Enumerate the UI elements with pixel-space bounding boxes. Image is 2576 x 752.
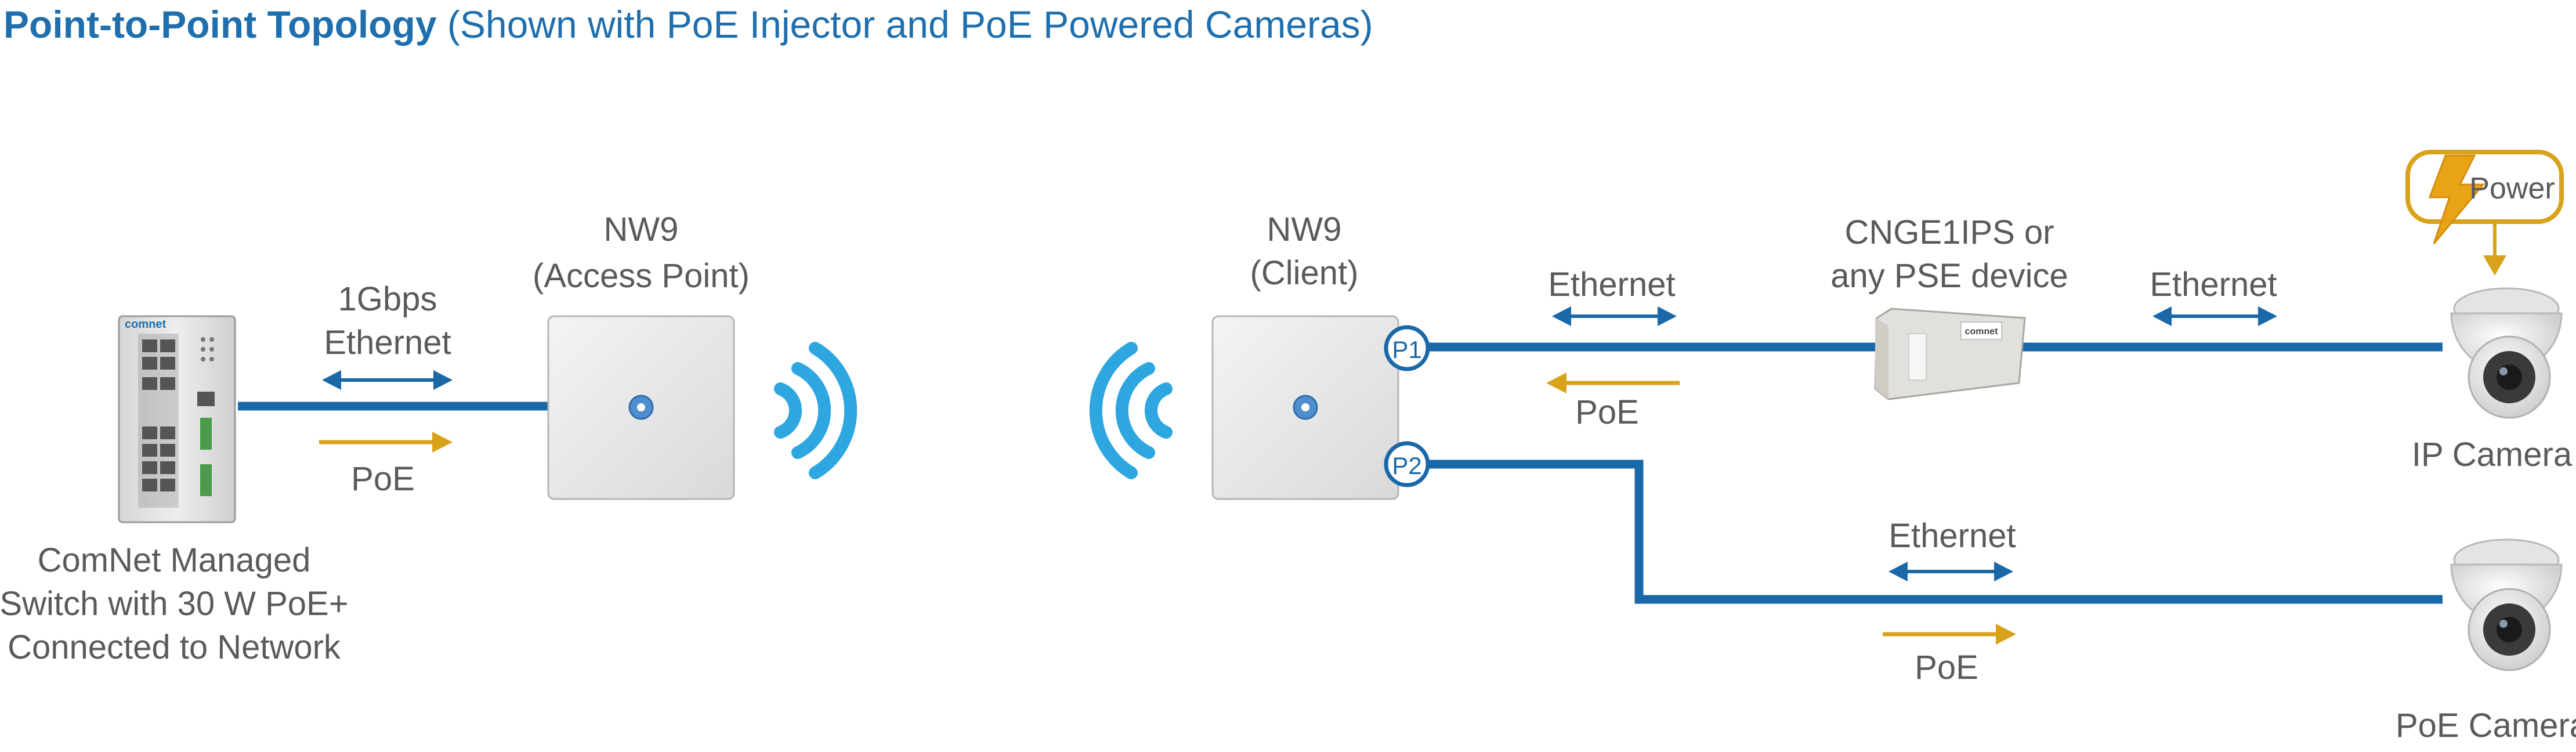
poe-injector: comnet — [1874, 308, 2026, 400]
page-title: Point-to-Point Topology (Shown with PoE … — [3, 2, 1373, 46]
ip-camera — [2450, 287, 2563, 419]
port-p2-label: P2 — [1392, 452, 1421, 479]
client-label-line2: (Client) — [1250, 254, 1359, 292]
injector-label-line1: CNGE1IPS or — [1845, 214, 2054, 251]
switch-label-line3: Connected to Network — [8, 628, 341, 666]
access-point-panel — [547, 315, 735, 500]
link1-poe-label: PoE — [351, 460, 415, 498]
client-label-line1: NW9 — [1267, 211, 1342, 248]
power-badge: Power — [2405, 150, 2564, 276]
link-p1-poe-label: PoE — [1575, 393, 1639, 431]
port-p1: P1 — [1384, 325, 1430, 371]
link1-ethernet-label-line2: Ethernet — [324, 324, 451, 361]
bidirectional-arrow-icon — [1888, 562, 2013, 581]
client-panel — [1211, 315, 1399, 500]
ethernet-lines — [238, 342, 2443, 604]
switch-label-line2: Switch with 30 W PoE+ — [0, 585, 349, 623]
ip-camera-label: IP Camera — [2412, 436, 2573, 473]
link-p2-ethernet-label: Ethernet — [1888, 517, 2016, 555]
wireless-signal-icon — [1089, 342, 1173, 479]
bidirectional-arrow-icon — [2152, 306, 2277, 326]
ap-label-line1: NW9 — [604, 211, 679, 248]
link-p1-ethernet-label: Ethernet — [1548, 266, 1675, 303]
poe-camera — [2450, 538, 2563, 671]
injector-label-line2: any PSE device — [1830, 257, 2068, 295]
comnet-switch: comnet — [118, 315, 236, 523]
bidirectional-arrow-icon — [322, 370, 453, 390]
poe-camera-label: PoE Camera — [2396, 707, 2576, 744]
wireless-signal-icon — [774, 342, 858, 479]
switch-brand: comnet — [125, 318, 166, 331]
port-p2: P2 — [1384, 441, 1430, 487]
line-p2-to-poecam — [1424, 460, 2443, 604]
port-p1-label: P1 — [1392, 336, 1421, 363]
lightning-bolt-icon — [2428, 154, 2485, 244]
ap-label-line2: (Access Point) — [533, 257, 750, 295]
link-p2-poe-label: PoE — [1915, 649, 1978, 686]
title-bold: Point-to-Point Topology — [3, 3, 437, 46]
bidirectional-arrow-icon — [1552, 306, 1677, 326]
switch-label-line1: ComNet Managed — [38, 541, 311, 579]
power-label: Power — [2469, 172, 2555, 205]
poe-arrow-icon — [319, 432, 453, 453]
title-rest: (Shown with PoE Injector and PoE Powered… — [436, 3, 1373, 46]
link-injector-ethernet-label: Ethernet — [2150, 266, 2277, 303]
poe-arrow-icon — [1883, 624, 2016, 645]
link1-ethernet-label-line1: 1Gbps — [338, 280, 437, 318]
injector-brand: comnet — [1965, 327, 1999, 337]
poe-arrow-icon — [1546, 373, 1680, 393]
